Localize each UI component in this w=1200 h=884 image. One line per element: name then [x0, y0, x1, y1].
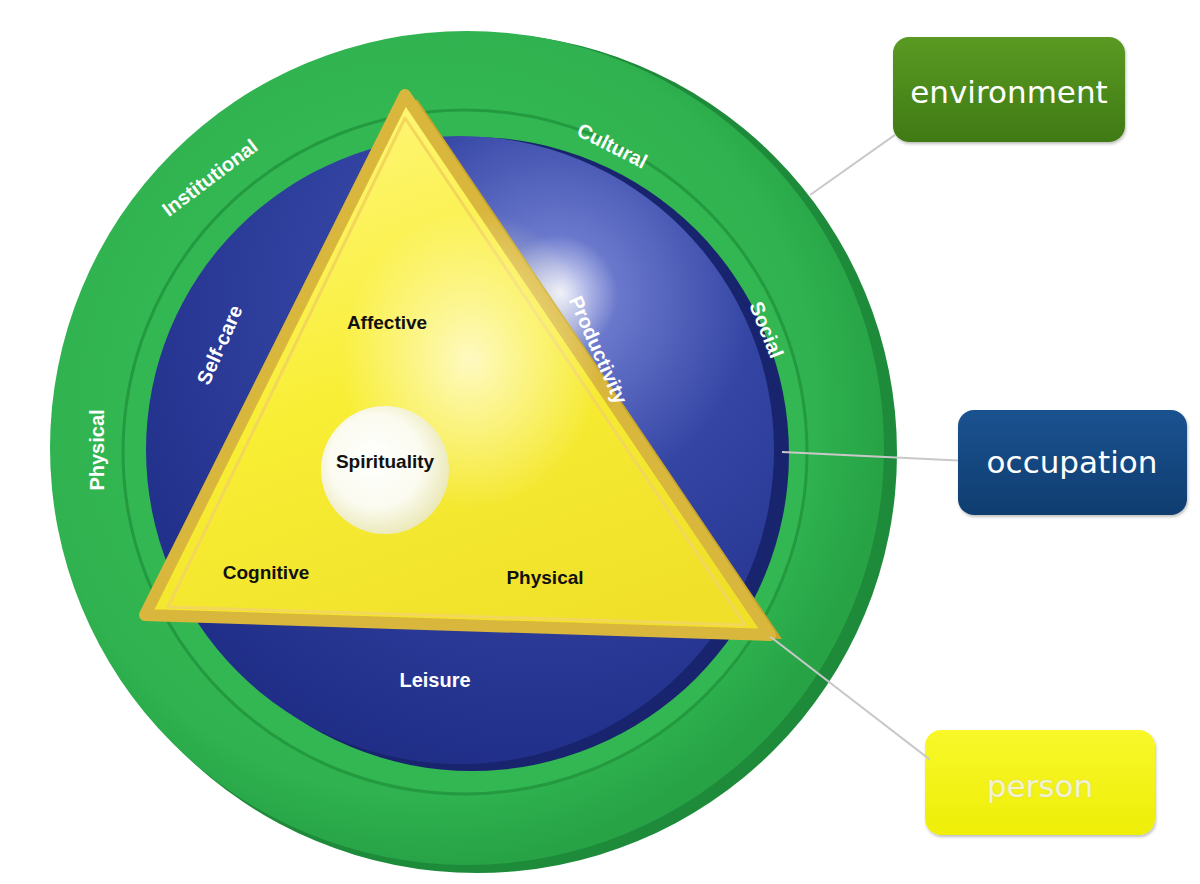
legend-box: environment — [893, 37, 1125, 142]
person-triangle: AffectiveCognitive Physical Spirituality — [140, 90, 780, 645]
segment-label: Physical — [506, 567, 583, 589]
segment-label: Spirituality — [336, 451, 434, 473]
segment-label: Leisure — [399, 669, 470, 692]
legend-box: occupation — [958, 410, 1187, 515]
box-label: environment — [910, 74, 1107, 110]
environment-ring: InstitutionalCulturalSocialPhysicalSelf-… — [45, 25, 895, 875]
segment-label: Physical — [86, 409, 109, 490]
legend-box: person — [925, 730, 1155, 835]
leader-line — [770, 637, 929, 760]
box-label: occupation — [987, 444, 1158, 480]
leader-line — [810, 135, 895, 195]
segment-label: Affective — [347, 312, 427, 334]
leader-line — [782, 452, 958, 460]
spirituality-sphere: Spirituality — [320, 405, 450, 535]
box-label: person — [987, 768, 1093, 804]
segment-label: Cognitive — [223, 562, 310, 584]
person-triangle-outline — [140, 90, 780, 645]
occupation-disc: Self-careProductivityLeisureAffectiveCog… — [142, 132, 782, 772]
